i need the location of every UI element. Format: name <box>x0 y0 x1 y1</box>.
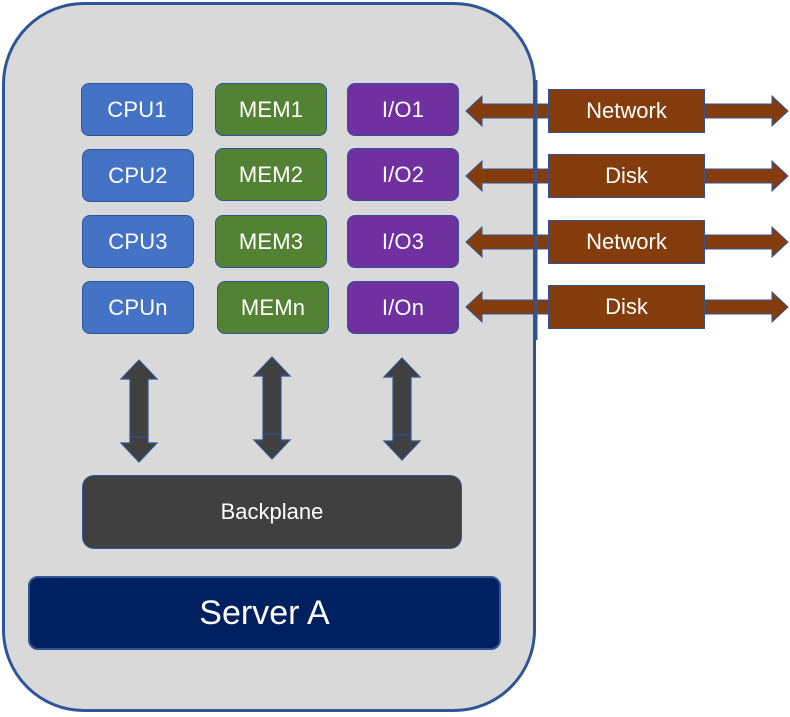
cpu-box-3: CPU3 <box>82 215 194 268</box>
mem-box-n: MEMn <box>217 281 329 334</box>
link-label: Disk <box>605 294 648 319</box>
link-box-network-2: Network <box>548 220 705 264</box>
link-label: Network <box>586 229 667 254</box>
backplane-label: Backplane <box>220 499 324 524</box>
mem-box-2: MEM2 <box>215 148 327 201</box>
cpu-box-1: CPU1 <box>81 83 193 136</box>
server-label-bar: Server A <box>28 576 501 650</box>
mem-box-3: MEM3 <box>215 215 327 268</box>
link-label: Network <box>586 98 667 123</box>
io-label: I/O2 <box>381 161 425 187</box>
link-box-network-1: Network <box>548 89 705 133</box>
link-box-disk-1: Disk <box>548 154 705 198</box>
mem-label: MEM1 <box>238 96 304 122</box>
io-box-3: I/O3 <box>347 215 459 268</box>
mem-bus-arrow <box>252 356 292 460</box>
cpu-label: CPU3 <box>108 228 168 254</box>
cpu-label: CPUn <box>108 294 168 320</box>
mem-label: MEMn <box>240 294 306 320</box>
server-name: Server A <box>199 593 330 632</box>
io-label: I/On <box>381 294 425 320</box>
io-box-1: I/O1 <box>347 83 459 136</box>
cpu-label: CPU2 <box>108 162 168 188</box>
cpu-box-2: CPU2 <box>82 149 194 202</box>
link-box-disk-2: Disk <box>548 285 705 329</box>
cpu-box-n: CPUn <box>82 281 194 334</box>
io-label: I/O1 <box>381 96 425 122</box>
link-label: Disk <box>605 163 648 188</box>
io-bus-arrow <box>382 357 422 461</box>
cpu-bus-arrow <box>119 359 159 463</box>
mem-label: MEM3 <box>238 228 304 254</box>
mem-box-1: MEM1 <box>215 83 327 136</box>
backplane: Backplane <box>82 475 462 549</box>
io-box-2: I/O2 <box>347 148 459 201</box>
cpu-label: CPU1 <box>107 96 167 122</box>
io-label: I/O3 <box>381 228 425 254</box>
mem-label: MEM2 <box>238 161 304 187</box>
io-box-n: I/On <box>347 281 459 334</box>
